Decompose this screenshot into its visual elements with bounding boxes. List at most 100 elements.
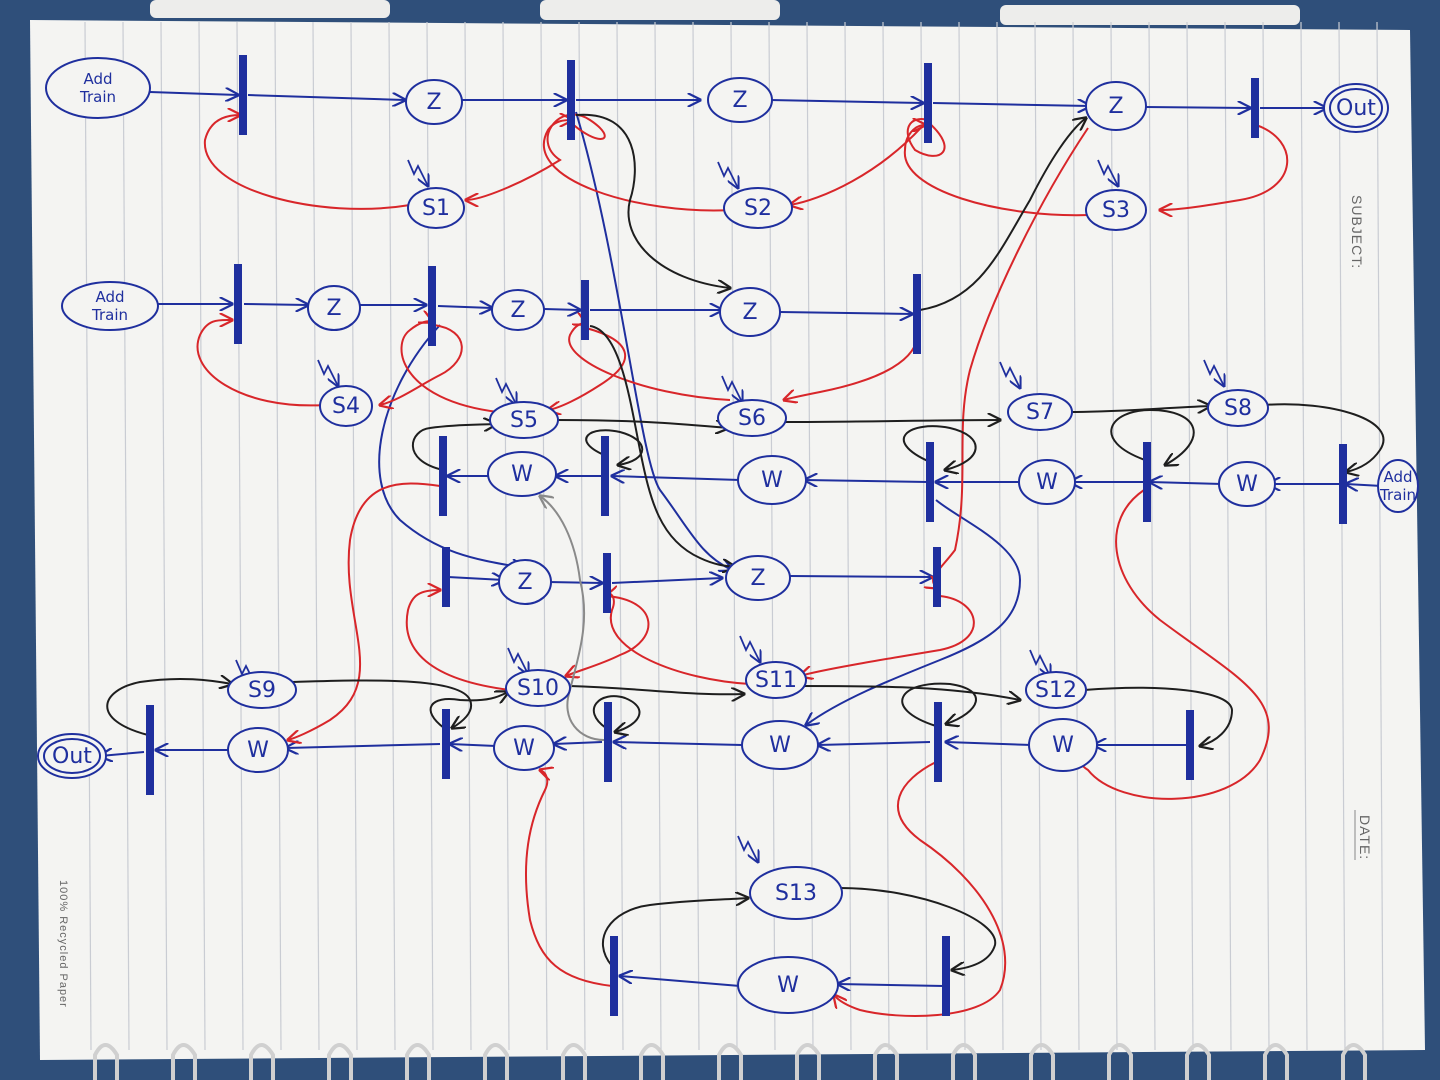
place-z4: Z: [307, 285, 361, 331]
place-label: S7: [1026, 400, 1054, 425]
place-label: S12: [1035, 678, 1077, 703]
transition-bar-20: [442, 709, 450, 779]
arc-z6-t8: [779, 312, 912, 314]
binding-ring: [93, 1043, 119, 1080]
place-outline: [493, 725, 555, 771]
binding-ring: [327, 1043, 353, 1080]
place-s2: S2: [723, 187, 793, 229]
arc-z3-t4: [1144, 107, 1250, 108]
rule-line: [958, 21, 966, 1051]
arc-t13-w8: [288, 482, 441, 740]
place-w1: W: [1218, 461, 1276, 507]
arc-t10-loop: [1110, 408, 1195, 465]
place-z6: Z: [719, 287, 781, 337]
token-mark-13: [737, 835, 758, 862]
arc-z7-t15: [547, 582, 602, 583]
transition-bar-4: [1251, 78, 1259, 138]
place-outline: [1028, 718, 1098, 772]
transition-bar-7: [581, 280, 589, 340]
place-s9: S9: [227, 671, 297, 709]
transition-bar-18: [934, 702, 942, 782]
place-outline: [737, 956, 839, 1014]
place-label: S1: [422, 196, 450, 221]
place-w4: W: [487, 451, 557, 497]
arc-t16-s11: [800, 595, 975, 676]
place-label: S11: [755, 668, 797, 693]
place-outline: [707, 77, 773, 123]
place-label: Out: [52, 744, 92, 769]
arc-s11-t15: [606, 593, 751, 685]
place-outline: [61, 281, 159, 331]
rule-lines: [84, 21, 1384, 1080]
place-outline: [717, 399, 787, 437]
arc-t12-loop: [585, 429, 644, 465]
token-mark-8: [1203, 359, 1224, 386]
arc-s8-t9: [1263, 403, 1385, 472]
arc-t2-z6: [575, 113, 730, 288]
arc-t11-w6: [806, 499, 1022, 725]
binding-ring: [405, 1043, 431, 1080]
arc-t6-z5: [437, 306, 492, 308]
arc-w7-t20: [450, 744, 497, 746]
tab-divider-2: [540, 0, 780, 20]
place-outline: [737, 455, 807, 505]
rule-line: [198, 21, 206, 1051]
place-outline: [498, 559, 552, 605]
transition-bar-6: [428, 266, 436, 346]
place-label: W: [513, 736, 535, 761]
transition-bar-3: [924, 63, 932, 143]
place-outline: [719, 287, 781, 337]
place-label: W: [511, 462, 533, 487]
place-s10: S10: [505, 669, 571, 707]
transition-bar-12: [601, 436, 609, 516]
place-w9: W: [737, 956, 839, 1014]
place-w7: W: [493, 725, 555, 771]
place-label: Train: [79, 88, 116, 106]
place-label: Z: [750, 566, 765, 591]
place-label: S9: [248, 678, 276, 703]
arc-t21-s9: [106, 679, 232, 736]
arc-t20-w8: [286, 744, 441, 748]
arc-t5-z4: [243, 304, 308, 305]
rule-line: [920, 21, 928, 1051]
transition-bar-13: [439, 436, 447, 516]
place-label: Z: [510, 298, 525, 323]
arc-s5-s6-link: [554, 419, 728, 428]
arc-t2-z8: [575, 111, 732, 570]
place-label: S4: [332, 394, 360, 419]
rule-line: [1072, 21, 1080, 1051]
place-outline: [505, 669, 571, 707]
arc-w9-t23: [620, 976, 741, 987]
rule-line: [616, 21, 624, 1051]
place-z5: Z: [491, 289, 545, 331]
arc-w6-t19: [614, 742, 743, 745]
transition-bar-1: [239, 55, 247, 135]
binding-ring: [639, 1043, 665, 1080]
binding-ring: [873, 1043, 899, 1080]
rule-line: [236, 21, 244, 1051]
place-label: Out: [1336, 96, 1376, 121]
arc-t18-w6: [818, 742, 931, 745]
place-label: Z: [426, 90, 441, 115]
rule-line: [654, 21, 662, 1051]
place-label: W: [247, 738, 269, 763]
arc-t8-s6: [784, 329, 920, 400]
arc-s4-t5: [196, 320, 326, 407]
arc-add3-t9: [1346, 484, 1383, 486]
place-inner-outline: [43, 738, 101, 774]
arc-s6-t7: [568, 323, 731, 401]
place-label: Add: [83, 70, 112, 88]
place-label: W: [769, 733, 791, 758]
transition-bar-16: [933, 547, 941, 607]
binding-ring: [1029, 1043, 1055, 1080]
arc-t8-z3: [919, 118, 1086, 311]
tab-divider-1: [150, 0, 390, 18]
arc-t19-w4: [540, 496, 605, 741]
rule-line: [312, 21, 320, 1051]
place-z7: Z: [498, 559, 552, 605]
place-label: S13: [775, 881, 817, 906]
tab-divider-3: [1000, 5, 1300, 25]
place-label: Z: [732, 88, 747, 113]
arc-z2-t3: [769, 100, 923, 103]
place-label: Z: [742, 300, 757, 325]
